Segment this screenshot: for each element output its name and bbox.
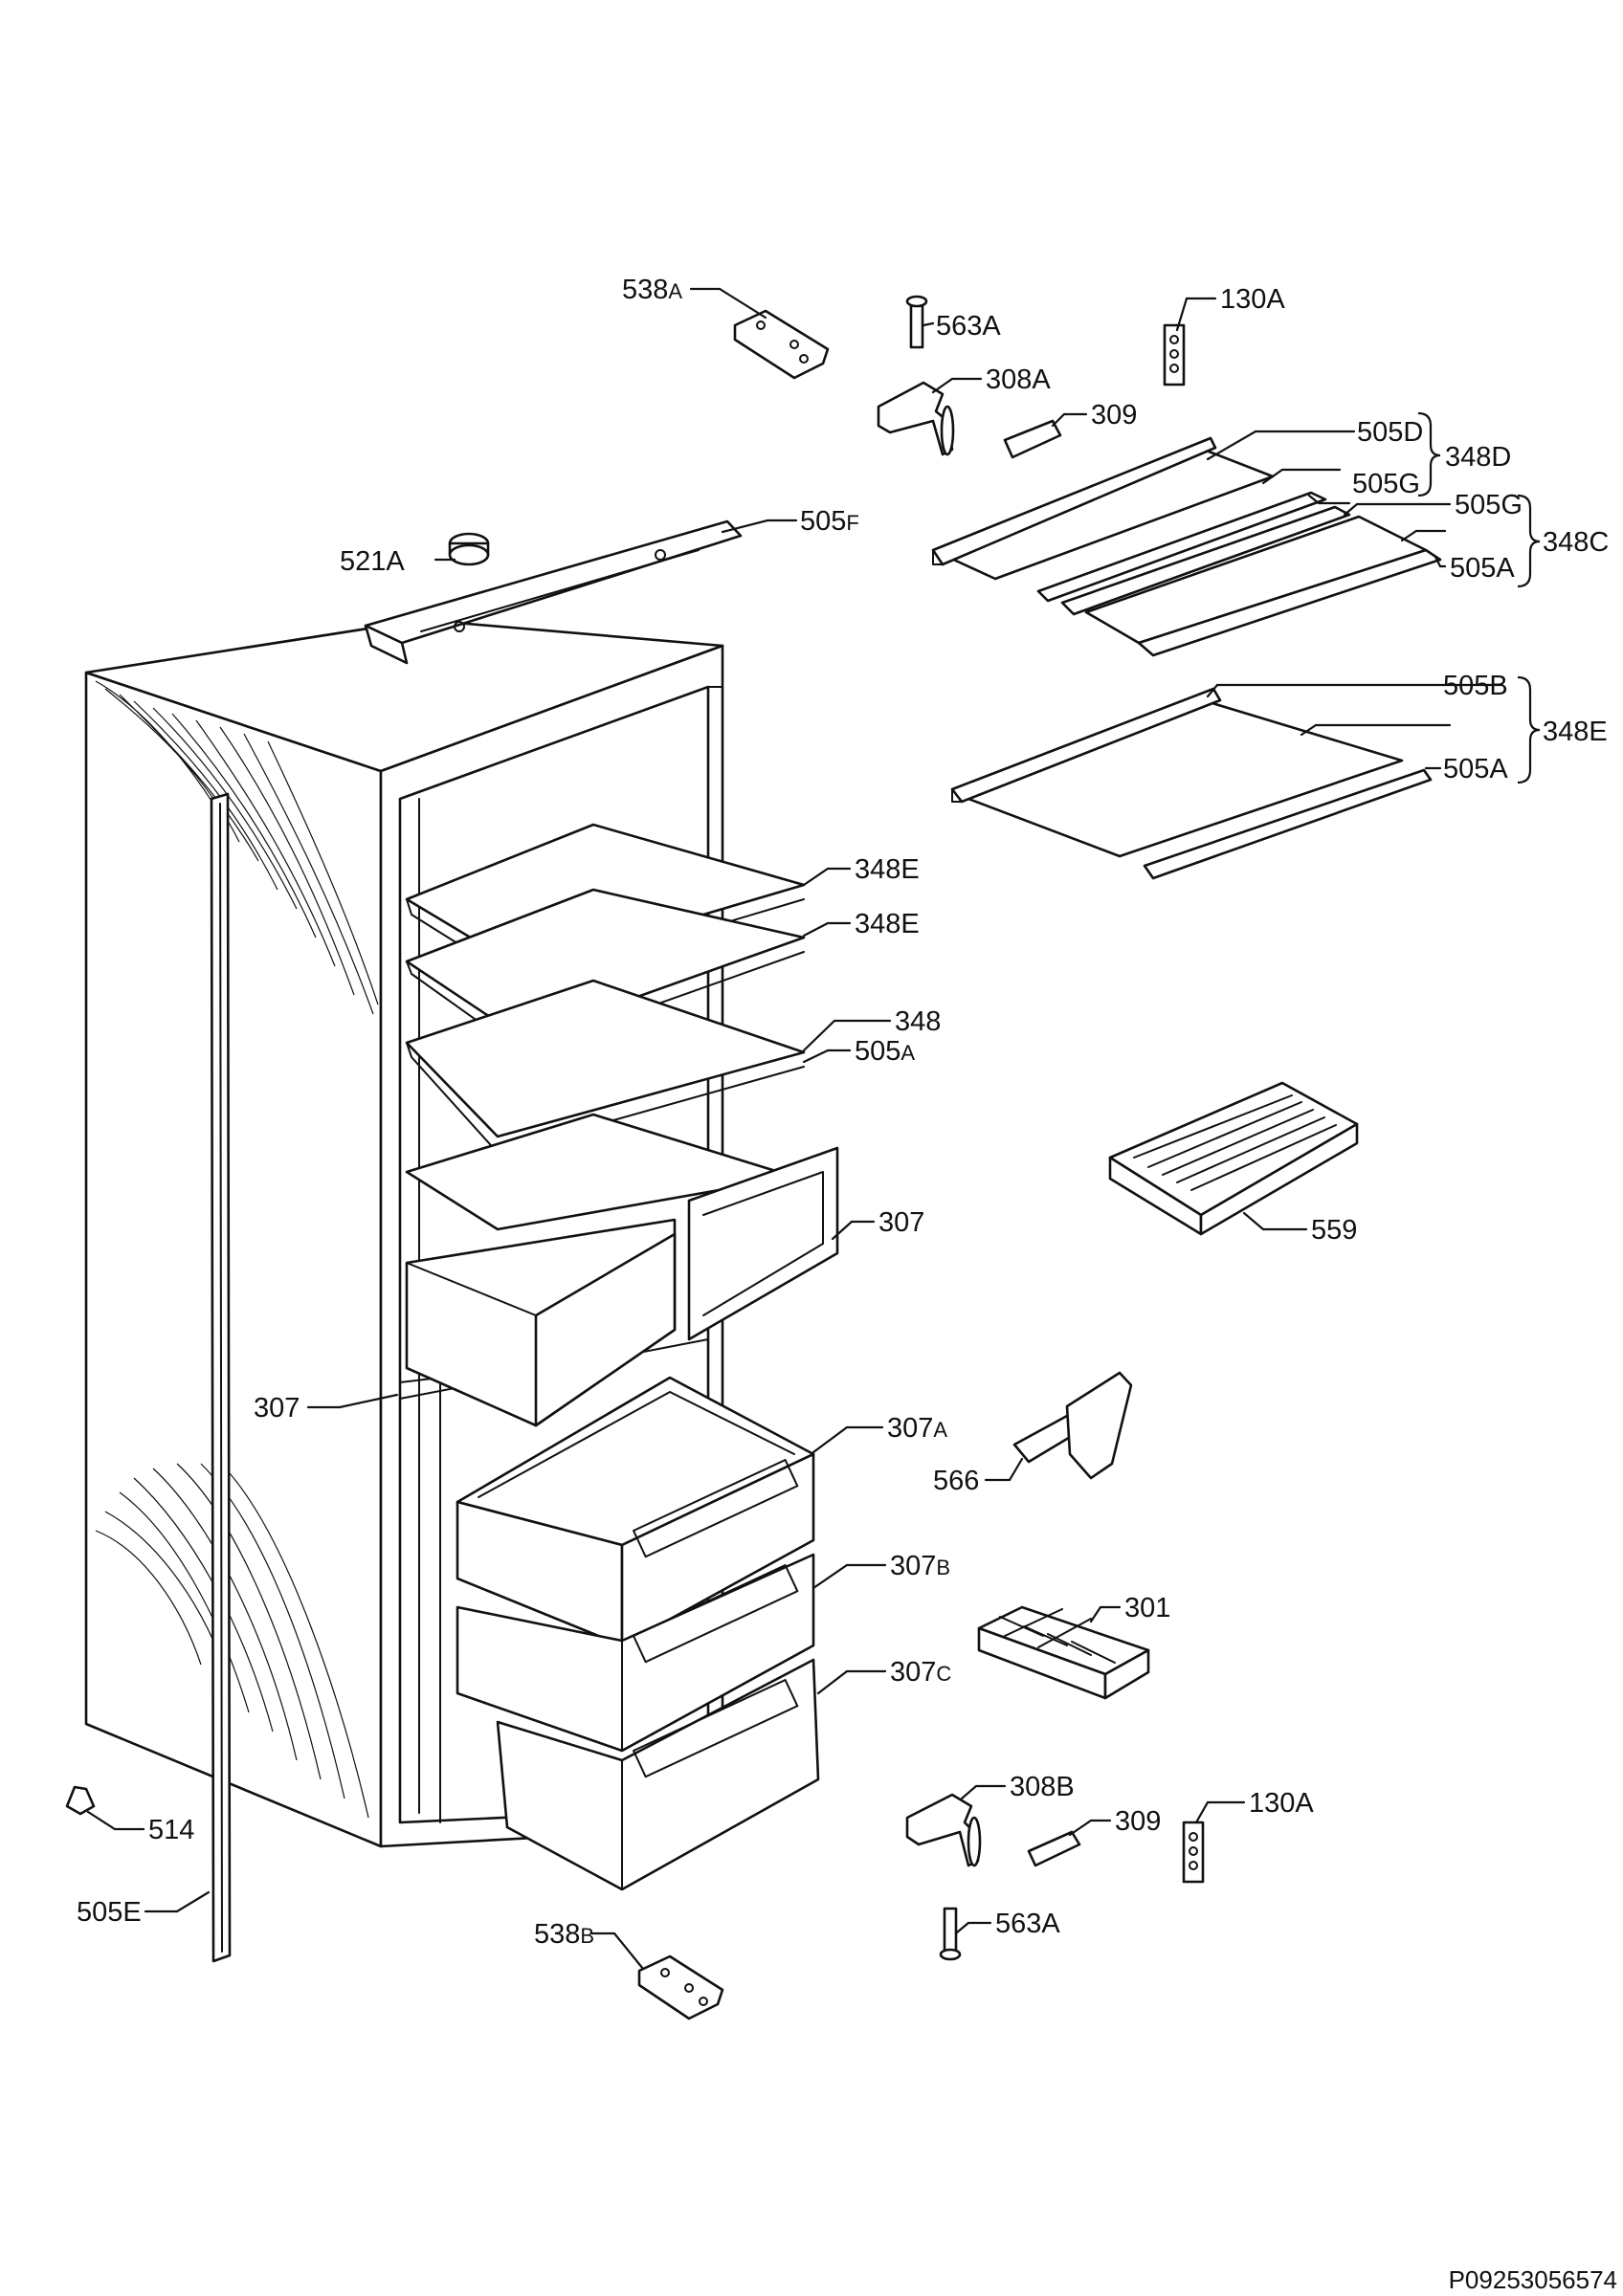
diagram-reference-code: P09253056574 bbox=[1449, 2265, 1617, 2294]
callout-130a-top: 130A bbox=[1220, 284, 1285, 315]
callout-309-top: 309 bbox=[1091, 400, 1137, 430]
callout-307b: 307B bbox=[890, 1551, 950, 1581]
callout-348e-1: 348E bbox=[855, 854, 920, 885]
callout-348e-right: 348E bbox=[1543, 717, 1608, 747]
hinge-538b bbox=[637, 1954, 724, 2020]
interior-shelves bbox=[405, 823, 806, 1231]
callout-307c: 307C bbox=[890, 1657, 951, 1688]
callout-505a-3: 505A bbox=[855, 1036, 915, 1067]
label-309-top bbox=[1003, 419, 1062, 459]
callout-538b: 538B bbox=[534, 1919, 594, 1950]
callout-130a-bottom: 130A bbox=[1249, 1788, 1314, 1819]
grouping-braces bbox=[1417, 411, 1541, 784]
callout-563a-bottom: 563A bbox=[995, 1909, 1060, 1939]
callout-307-left: 307 bbox=[254, 1393, 300, 1424]
callout-566: 566 bbox=[933, 1466, 979, 1496]
callout-505a-1: 505A bbox=[1450, 553, 1515, 584]
knob-part bbox=[448, 532, 490, 566]
callout-559: 559 bbox=[1311, 1215, 1357, 1246]
callout-505g-1: 505G bbox=[1352, 469, 1420, 499]
hinge-308b bbox=[905, 1793, 982, 1867]
callout-301: 301 bbox=[1124, 1593, 1170, 1623]
leader-lines bbox=[86, 287, 1504, 1971]
scraper-566 bbox=[1012, 1371, 1133, 1480]
shelf-348c bbox=[1060, 505, 1442, 657]
callout-521a: 521A bbox=[340, 546, 405, 577]
top-trim-rail bbox=[364, 519, 743, 665]
callout-labels: 538A 563A 130A 308A 309 505D 348D 505G 5… bbox=[77, 275, 1609, 1950]
callout-348d: 348D bbox=[1445, 442, 1511, 473]
callout-505a-2: 505A bbox=[1443, 754, 1508, 784]
hinge-538a bbox=[733, 309, 830, 380]
shelf-348d bbox=[931, 436, 1327, 603]
pin-563a-top bbox=[905, 295, 928, 349]
callout-538a: 538A bbox=[622, 275, 682, 305]
callout-308a: 308A bbox=[986, 364, 1051, 395]
hinge-308a bbox=[877, 381, 955, 456]
crisper-drawers bbox=[405, 1146, 839, 1427]
pin-563a-bottom bbox=[939, 1907, 962, 1961]
callout-514: 514 bbox=[148, 1815, 194, 1845]
callout-563a-top: 563A bbox=[936, 311, 1001, 342]
callout-505g-2: 505G bbox=[1455, 490, 1523, 520]
callout-348: 348 bbox=[895, 1006, 941, 1037]
plate-130a-top bbox=[1163, 323, 1186, 386]
callout-505b: 505B bbox=[1443, 671, 1508, 701]
cabinet-side-hatching bbox=[95, 680, 379, 1819]
callout-308b: 308B bbox=[1010, 1772, 1075, 1802]
ice-tray-301 bbox=[977, 1605, 1150, 1700]
callout-348e-2: 348E bbox=[855, 909, 920, 939]
door-gasket bbox=[210, 792, 232, 1963]
callout-505f: 505F bbox=[800, 506, 859, 537]
callout-307-right: 307 bbox=[878, 1207, 924, 1238]
callout-307a: 307A bbox=[887, 1413, 947, 1444]
label-309-bottom bbox=[1027, 1830, 1081, 1867]
tray-559 bbox=[1108, 1081, 1359, 1236]
callout-348c: 348C bbox=[1543, 527, 1609, 558]
plate-130a-bottom bbox=[1182, 1821, 1205, 1884]
foot-514 bbox=[65, 1785, 96, 1816]
freezer-drawers bbox=[456, 1376, 820, 1891]
callout-505e: 505E bbox=[77, 1897, 142, 1928]
callout-309-bottom: 309 bbox=[1115, 1806, 1161, 1837]
shelf-348e-right bbox=[950, 687, 1433, 880]
callout-505d: 505D bbox=[1357, 417, 1423, 448]
